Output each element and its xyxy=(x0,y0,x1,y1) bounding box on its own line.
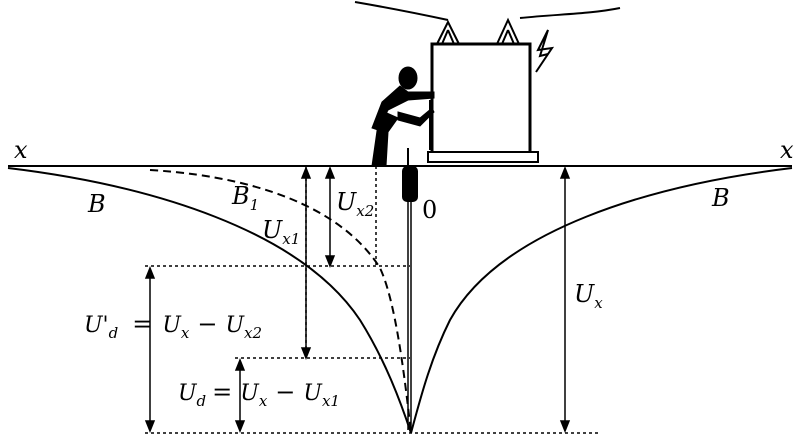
transformer-icon xyxy=(427,17,539,163)
potential-curve-b1 xyxy=(149,169,412,434)
b-label-left: B xyxy=(87,190,106,218)
ux1-dimension xyxy=(300,165,312,361)
origin-label: 0 xyxy=(422,196,437,224)
ux2-dimension xyxy=(324,165,336,269)
potential-curve-b-right xyxy=(410,167,793,434)
b-label-right: B xyxy=(711,184,730,212)
ground-electrode-icon xyxy=(402,166,418,430)
equipment-support xyxy=(407,100,431,166)
ux2-label: Ux2 xyxy=(336,188,374,220)
potential-curve-b-left xyxy=(7,167,412,434)
ux1-label: Ux1 xyxy=(262,216,300,248)
ud-equation: Ud=Ux−Ux1 xyxy=(178,378,340,410)
lightning-icon xyxy=(535,29,555,73)
person-icon xyxy=(371,66,435,167)
x-label-right: x xyxy=(780,136,794,164)
x-label-left: x xyxy=(14,136,28,164)
b1-label: B1 xyxy=(231,182,259,214)
ud-prime-dimension xyxy=(144,265,156,434)
ud-prime-equation: U'd=Ux−Ux2 xyxy=(84,310,262,342)
ux-dimension xyxy=(559,165,571,434)
ud-dimension xyxy=(234,357,246,434)
overhead-line xyxy=(354,1,621,21)
ux-right-label: Ux xyxy=(574,280,603,312)
